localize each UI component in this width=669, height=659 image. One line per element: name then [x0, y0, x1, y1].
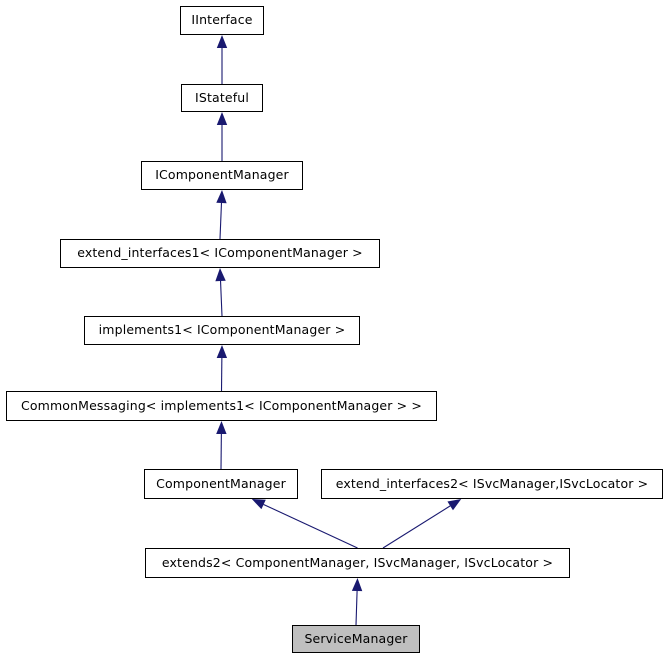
- inheritance-arrowhead: [216, 112, 228, 125]
- edge-extends2-componentmanager: [251, 499, 358, 549]
- class-node-label: IStateful: [195, 89, 249, 105]
- class-node-label: IInterface: [191, 12, 253, 28]
- edge-line: [355, 590, 358, 626]
- edge-extendinterfaces1-icomponentmanager: [216, 190, 227, 240]
- class-node-implements1[interactable]: implements1< IComponentManager >: [84, 316, 360, 345]
- edge-line: [382, 505, 451, 549]
- edge-icomponentmanager-istateful: [216, 112, 228, 161]
- inheritance-arrowhead: [251, 499, 266, 510]
- inheritance-arrowhead: [216, 190, 227, 204]
- class-node-label: ServiceManager: [304, 630, 408, 646]
- edge-servicemanager-extends2: [351, 578, 363, 626]
- edge-line: [219, 280, 223, 317]
- edge-line: [263, 503, 358, 549]
- inheritance-arrowhead: [216, 421, 227, 435]
- class-node-label: IComponentManager: [155, 167, 289, 183]
- class-node-icomponentmanager[interactable]: IComponentManager: [141, 161, 303, 190]
- edge-line: [219, 202, 223, 240]
- edge-commonmessaging-implements1: [216, 345, 228, 392]
- edge-componentmanager-commonmessaging: [216, 421, 227, 470]
- edge-istateful-iinterface: [216, 35, 228, 84]
- edge-extends2-extendinterfaces2: [382, 499, 462, 549]
- class-node-commonmessaging[interactable]: CommonMessaging< implements1< IComponent…: [6, 391, 437, 421]
- class-node-istateful[interactable]: IStateful: [181, 84, 263, 112]
- class-node-label: CommonMessaging< implements1< IComponent…: [20, 397, 423, 413]
- class-node-label: extends2< ComponentManager, ISvcManager,…: [161, 554, 554, 570]
- class-node-servicemanager[interactable]: ServiceManager: [292, 625, 420, 653]
- class-node-label: extend_interfaces2< ISvcManager,ISvcLoca…: [335, 475, 649, 491]
- class-node-label: ComponentManager: [156, 475, 286, 491]
- inheritance-arrowhead: [216, 345, 228, 359]
- edge-implements1-extendinterfaces1: [215, 268, 226, 317]
- class-node-extend_interfaces1[interactable]: extend_interfaces1< IComponentManager >: [60, 239, 380, 268]
- class-node-componentmanager[interactable]: ComponentManager: [144, 469, 298, 499]
- inheritance-arrowhead: [351, 578, 363, 592]
- inheritance-arrowhead: [447, 499, 462, 511]
- class-node-label: extend_interfaces1< IComponentManager >: [77, 245, 363, 261]
- inheritance-arrowhead: [215, 268, 226, 282]
- inheritance-arrowhead: [216, 35, 228, 48]
- class-node-extend_interfaces2[interactable]: extend_interfaces2< ISvcManager,ISvcLoca…: [321, 469, 663, 499]
- class-node-label: implements1< IComponentManager >: [98, 322, 346, 338]
- class-node-extends2[interactable]: extends2< ComponentManager, ISvcManager,…: [145, 548, 570, 578]
- class-node-iinterface[interactable]: IInterface: [180, 6, 264, 35]
